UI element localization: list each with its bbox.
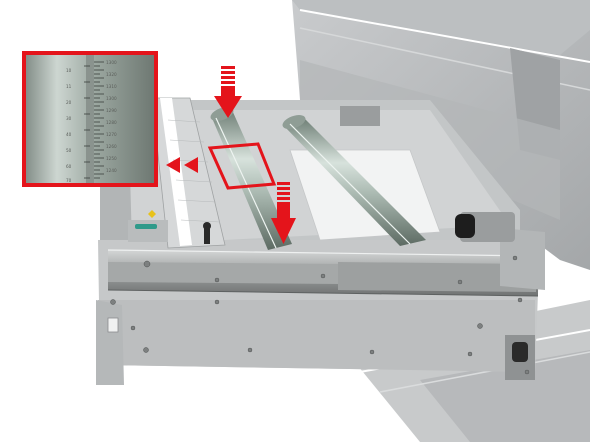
callout-frame-icon [207, 142, 277, 190]
scale-label: 1270 [106, 132, 117, 137]
scale-label: 70 [66, 178, 72, 183]
scale-label: 20 [66, 100, 72, 105]
roller-back [282, 106, 426, 246]
scale-label: 30 [66, 116, 72, 121]
scale-label: 60 [66, 164, 72, 169]
scale-label: 50 [66, 148, 72, 153]
cutter-bar [128, 97, 226, 249]
down-arrow-icon [271, 182, 296, 244]
yellow-indicator-icon [148, 210, 156, 218]
left-arrow-icon [184, 157, 198, 173]
magnifier-inset-icon: 10 11 20 30 40 50 60 70 1300 1320 1310 1… [22, 51, 158, 187]
knob-icon [203, 222, 211, 230]
callouts [166, 66, 296, 244]
scale-label: 1300 [106, 60, 117, 65]
scale-label: 1320 [106, 72, 117, 77]
down-arrow-icon [214, 66, 242, 118]
scale-label: 40 [66, 132, 72, 137]
scale-label: 10 [66, 68, 72, 73]
left-arrow-icon [166, 157, 180, 173]
scale-label: 1300 [106, 96, 117, 101]
scale-label: 1310 [106, 84, 117, 89]
inset-frame [22, 51, 158, 187]
scale-label: 1290 [106, 108, 117, 113]
screws [110, 255, 530, 375]
scale-label: 1260 [106, 144, 117, 149]
scale-left-labels: 10 11 20 30 40 50 60 70 [66, 68, 72, 183]
teal-handle-icon [135, 224, 157, 229]
scale-label: 1280 [106, 120, 117, 125]
scale-ticks [84, 61, 104, 179]
scale-label: 11 [66, 84, 72, 89]
scale-label: 1250 [106, 156, 117, 161]
scale-label: 1240 [106, 168, 117, 173]
scale-right-labels: 1300 1320 1310 1300 1290 1280 1270 1260 … [106, 60, 117, 173]
